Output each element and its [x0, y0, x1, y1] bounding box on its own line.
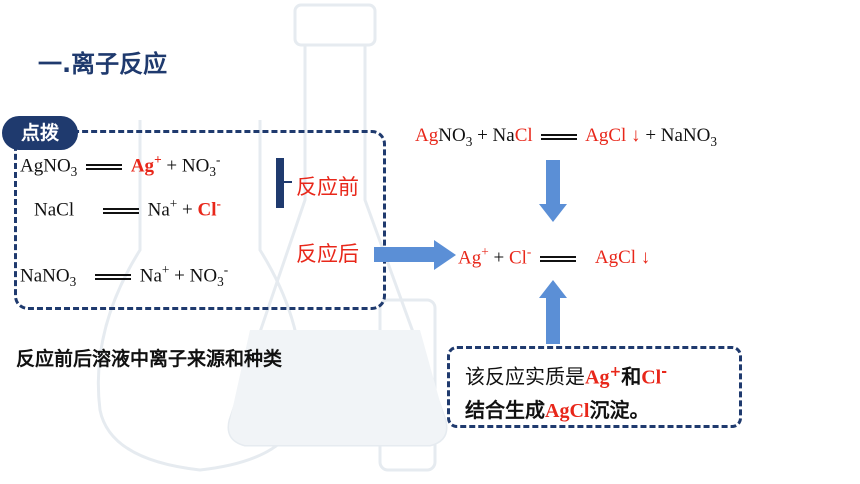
equals-sign — [102, 207, 139, 214]
essence-box — [447, 346, 742, 428]
page-title: 一.离子反应 — [38, 50, 168, 78]
reaction-essence-note: 该反应实质是Ag+和Cl- 结合生成AgCl沉淀。 — [465, 364, 667, 422]
caption-ion-sources: 反应前后溶液中离子来源和种类 — [16, 348, 283, 370]
down-arrow-icon — [539, 160, 567, 222]
net-ionic-equation: Ag+ + Cl- AgCl ↓ — [458, 244, 651, 269]
bracket-tick — [284, 181, 292, 183]
equals-sign — [541, 133, 578, 140]
dissociation-nano3: NaNO3 Na+ + NO3- — [20, 262, 229, 290]
equals-sign — [86, 163, 123, 170]
equals-sign — [95, 273, 132, 280]
bracket — [276, 158, 284, 208]
molecular-equation: AgNO3 + NaCl AgCl ↓ + NaNO3 — [415, 125, 718, 149]
right-arrow-icon — [374, 240, 456, 270]
dissociation-agno3: AgNO3 Ag+ + NO3- — [20, 152, 221, 180]
up-arrow-icon — [539, 280, 567, 344]
dissociation-nacl: NaCl Na+ + Cl- — [34, 196, 221, 221]
tip-tag: 点拨 — [2, 116, 78, 150]
label-before-reaction: 反应前 — [296, 175, 359, 199]
ion-source-box — [14, 130, 386, 310]
label-after-reaction: 反应后 — [296, 242, 359, 266]
equals-sign — [540, 255, 577, 262]
